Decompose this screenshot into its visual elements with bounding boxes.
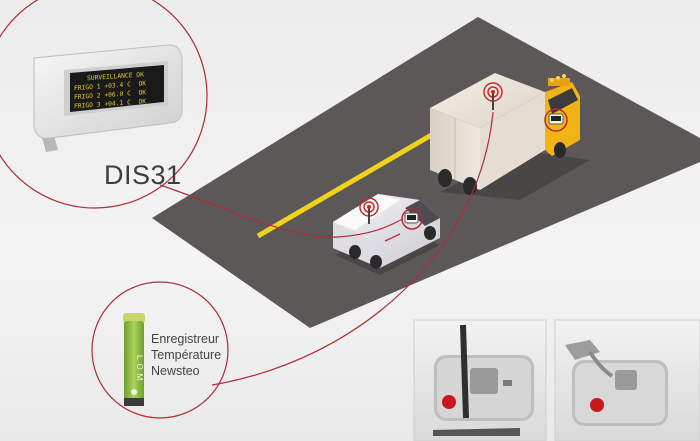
truck-box-top [430,73,545,128]
recorder-callout-circle [91,281,229,419]
recorder-label: Enregistreur Température Newsteo [151,331,221,379]
refrigerated-van [333,194,440,275]
antenna-icon [359,197,379,224]
display-callout-circle [0,0,208,209]
display-model-label: DIS31 [104,160,182,190]
display-icon [544,108,568,132]
recorder-tube [123,313,145,406]
dis31-device [33,44,183,152]
recorder-label-line-3: Newsteo [151,364,200,378]
callout-line-truck [211,111,494,386]
callout-line-display [159,184,404,238]
recorder-label-line-2: Température [151,348,222,362]
road-centre-line [256,127,442,239]
lcd-screen: SURVEILLANCE OK FRIGO 1 +03.4 C OK FRIGO… [74,69,166,115]
refrigerated-truck [430,73,590,200]
recorder-label-line-1: Enregistreur [151,332,220,346]
recorder-tube-text: LOM [135,355,144,384]
sensor-photo-2 [554,319,700,441]
road [152,17,700,328]
antenna-icon [483,82,503,110]
sensor-photo-1 [413,319,547,441]
